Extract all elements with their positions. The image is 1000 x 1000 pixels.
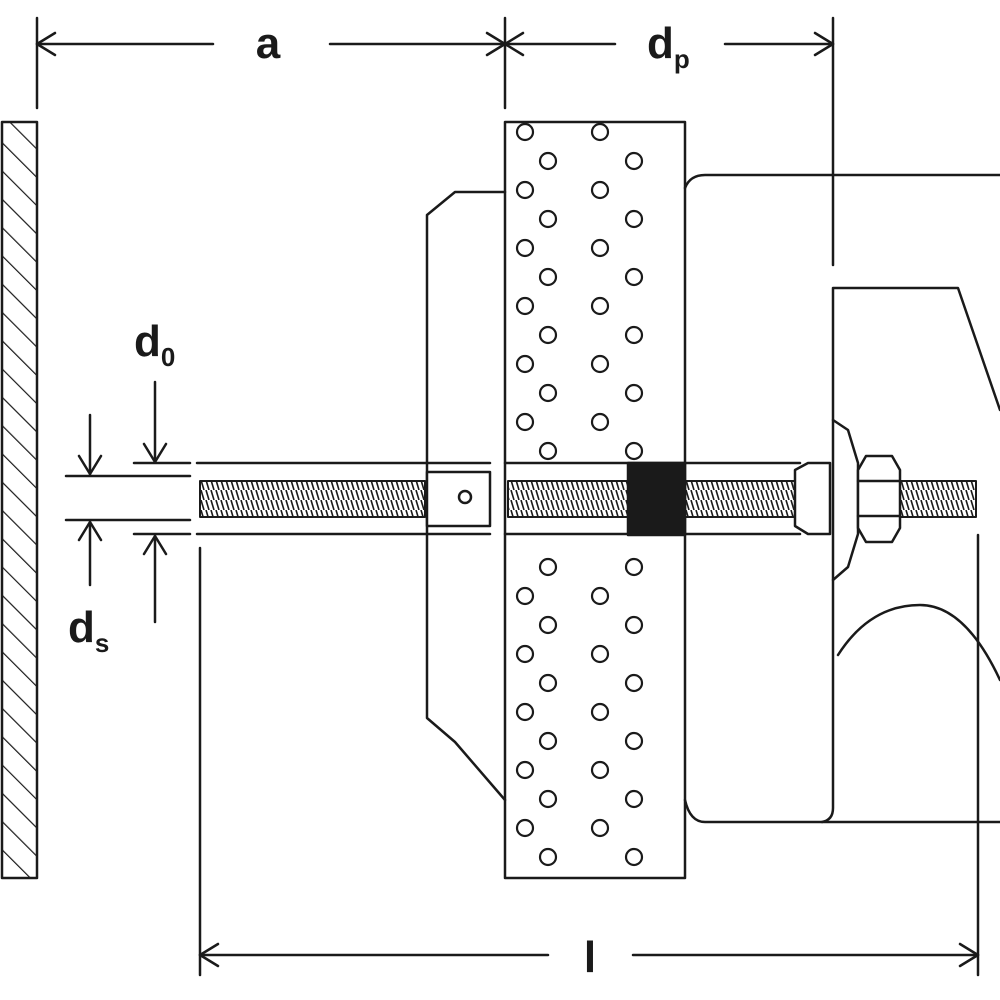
perforation-hole xyxy=(590,818,610,838)
perforation-hole xyxy=(538,325,558,345)
perforation-hole xyxy=(624,383,644,403)
dimension-ds-line xyxy=(77,413,103,587)
perforation-hole xyxy=(515,818,535,838)
label-ds: ds xyxy=(68,603,109,658)
perforation-hole xyxy=(590,702,610,722)
perforation-hole xyxy=(624,789,644,809)
perforation-hole xyxy=(624,673,644,693)
perforation-hole xyxy=(538,557,558,577)
perforation-hole xyxy=(624,615,644,635)
perforation-hole xyxy=(590,354,610,374)
perforation-hole xyxy=(590,238,610,258)
perforation-hole xyxy=(515,702,535,722)
perforation-hole xyxy=(624,151,644,171)
perforation-hole xyxy=(624,441,644,461)
threaded-rod xyxy=(199,470,977,528)
perforation-hole xyxy=(538,615,558,635)
perforation-hole xyxy=(590,180,610,200)
base-wall xyxy=(0,120,39,880)
perforation-hole xyxy=(515,760,535,780)
perforation-hole xyxy=(590,760,610,780)
label-a: a xyxy=(256,19,281,68)
label-l: l xyxy=(584,933,596,982)
perforation-hole xyxy=(624,325,644,345)
attached-profile xyxy=(683,173,1000,824)
perforation-hole xyxy=(624,847,644,867)
perforation-hole xyxy=(515,122,535,142)
label-d0: d0 xyxy=(134,317,175,372)
perforation-hole xyxy=(538,731,558,751)
perforation-hole xyxy=(515,644,535,664)
perforation-hole xyxy=(538,789,558,809)
perforation-hole xyxy=(590,296,610,316)
perforation-hole xyxy=(515,412,535,432)
perforation-hole xyxy=(538,209,558,229)
hex-nut xyxy=(856,454,902,544)
perforation-hole xyxy=(538,151,558,171)
perforation-hole xyxy=(624,557,644,577)
perforation-hole xyxy=(515,238,535,258)
perforation-hole xyxy=(515,586,535,606)
perforation-hole xyxy=(538,267,558,287)
dimension-l-line xyxy=(198,533,980,977)
perforation-hole xyxy=(590,412,610,432)
perforation-hole xyxy=(538,847,558,867)
perforation-hole xyxy=(624,267,644,287)
perforation-hole xyxy=(538,441,558,461)
perforation-hole xyxy=(590,122,610,142)
perforation-hole xyxy=(538,673,558,693)
perforation-hole xyxy=(590,586,610,606)
perforation-hole xyxy=(624,731,644,751)
perforation-hole xyxy=(515,180,535,200)
dimension-d0-line xyxy=(132,380,192,624)
perforation-hole xyxy=(590,644,610,664)
washer xyxy=(793,418,860,582)
panel-perforations xyxy=(515,122,644,867)
perforation-hole xyxy=(624,209,644,229)
dimension-dp-line xyxy=(503,16,835,267)
perforation-hole xyxy=(515,354,535,374)
anchor-plug xyxy=(626,461,687,537)
label-dp: dp xyxy=(647,19,690,74)
perforation-hole xyxy=(515,296,535,316)
clamp-bracket xyxy=(425,190,507,802)
perforation-hole xyxy=(538,383,558,403)
